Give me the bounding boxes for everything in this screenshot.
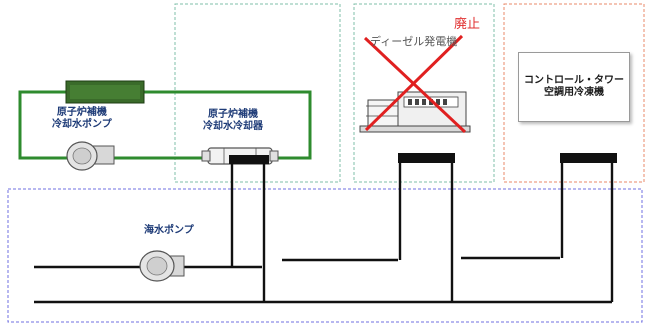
seawater-pipes <box>34 160 614 304</box>
diesel-generator-region <box>353 3 495 183</box>
diesel-inlet-cap <box>398 153 455 163</box>
ccw-cooler-inlet-cap <box>229 155 269 164</box>
control-tower-region <box>503 3 645 183</box>
ccw-cooler-label-line-2: 冷却水冷却器 <box>203 121 263 132</box>
seawater-pump-label: 海水ポンプ <box>144 225 194 236</box>
seawater-region <box>7 188 643 323</box>
control-tower-box: コントロール・タワー 空調用冷凍機 <box>518 52 630 122</box>
ccw-pump <box>66 141 115 171</box>
seawater-pump <box>139 250 185 282</box>
ccw-pump-label: 原子炉補機 冷却水ポンプ <box>52 107 112 131</box>
ccw-pump-label-line-2: 冷却水ポンプ <box>52 119 112 130</box>
abolished-cross-line-1 <box>363 36 467 134</box>
control-tower-inlet-cap <box>560 153 617 163</box>
control-tower-label-line-2: 空調用冷凍機 <box>544 87 604 98</box>
ccw-pump-label-line-1: 原子炉補機 <box>56 107 107 118</box>
control-tower-label-line-1: コントロール・タワー <box>524 75 624 86</box>
ccw-cooler-label-line-1: 原子炉補機 <box>208 109 258 120</box>
ccw-loop-pipe <box>18 90 312 160</box>
abolished-label: 廃止 <box>454 17 481 32</box>
diesel-generator-label: ディーゼル発電機 <box>370 35 458 48</box>
diesel-generator <box>359 91 471 133</box>
ccw-cooler-label: 原子炉補機 冷却水冷却器 <box>203 109 263 133</box>
abolished-cross-line-2 <box>364 34 464 132</box>
